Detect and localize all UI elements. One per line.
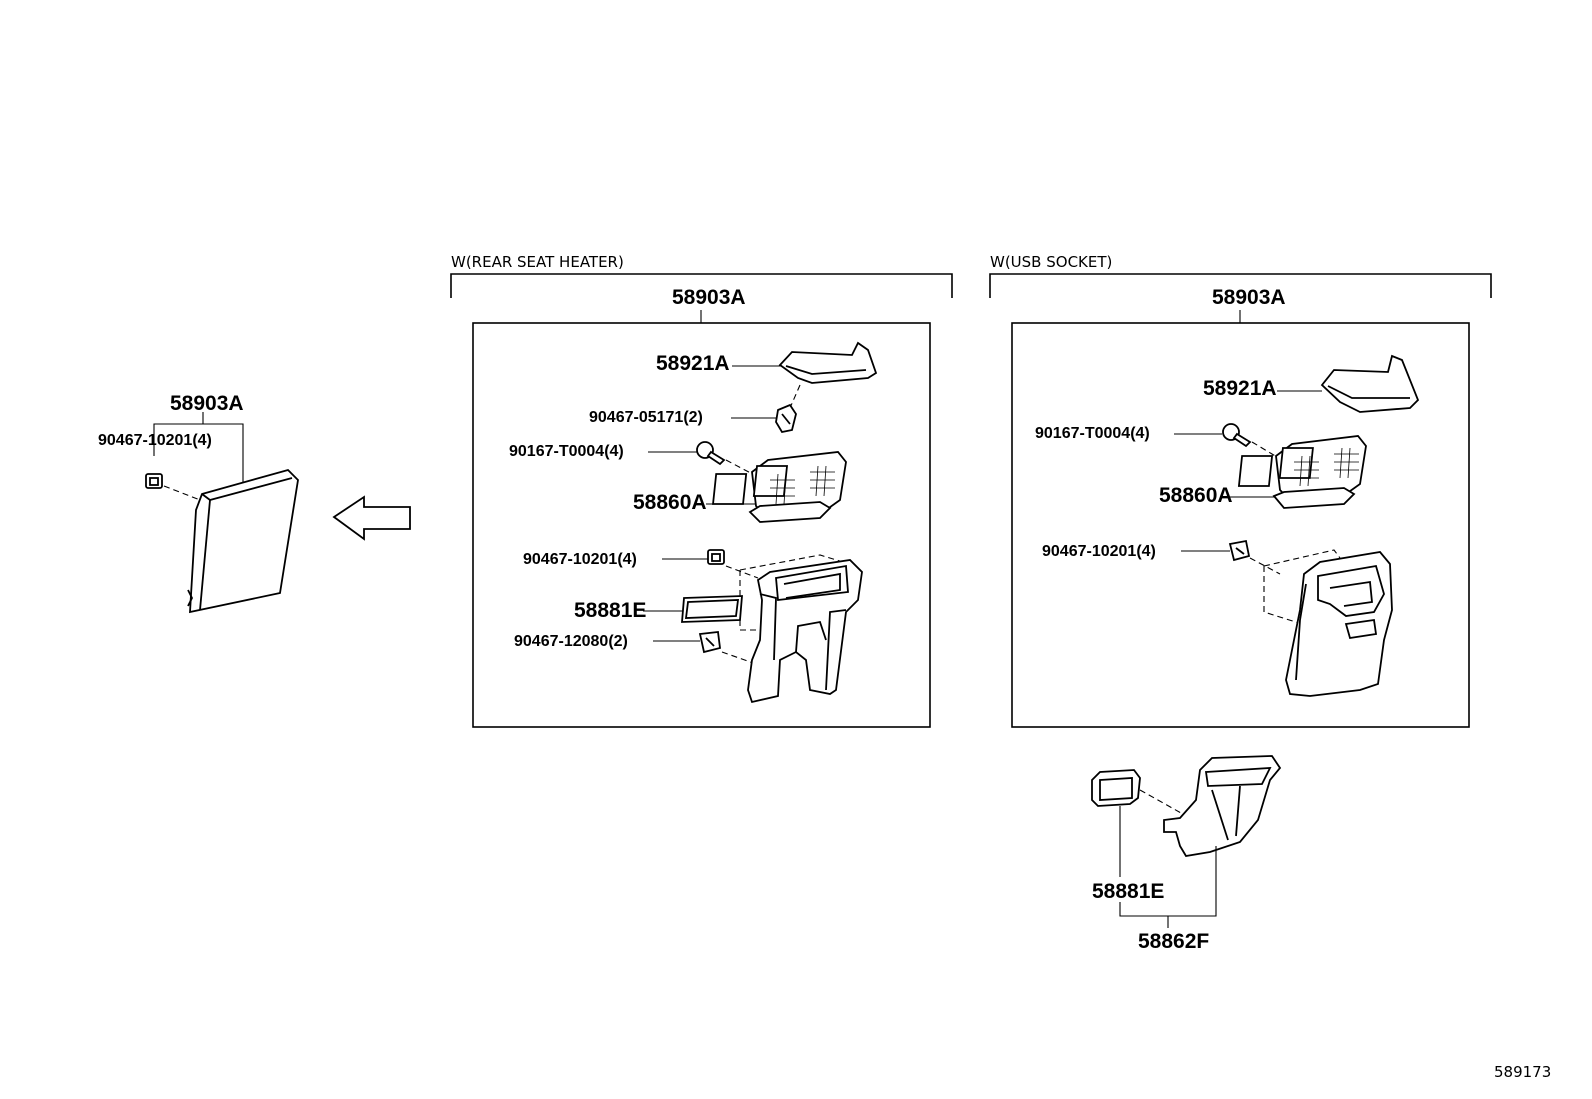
illustration-reference-number: 589173 (1494, 1063, 1551, 1081)
usb-vent-callout[interactable]: 58860A (1159, 484, 1233, 507)
usb-insert-callout[interactable]: 58881E (1092, 880, 1164, 903)
rsh-panel-insert-callout[interactable]: 58881E (574, 599, 646, 622)
usb-clip-mid-part[interactable] (1228, 539, 1251, 562)
left-clip-dash (163, 485, 201, 501)
usb-socket-heading: W(USB SOCKET) (990, 253, 1112, 271)
rsh-clip-mid-dash (725, 554, 857, 631)
usb-handle-callout[interactable]: 58921A (1203, 377, 1277, 400)
rsh-clip-small-part[interactable] (775, 403, 797, 434)
rsh-group-bracket (450, 273, 953, 298)
usb-handle-part[interactable] (1320, 354, 1420, 413)
left-main-callout[interactable]: 58903A (170, 392, 244, 415)
rsh-clip-low-part[interactable] (698, 631, 721, 654)
usb-assembly-frame (1011, 322, 1470, 728)
usb-console-panel-part[interactable] (1285, 551, 1393, 697)
usb-loose-parts: 58881E 58862F (1091, 755, 1282, 953)
left-clip-callout[interactable]: 90467-10201(4) (98, 432, 212, 449)
rsh-panel-insert-part[interactable] (681, 595, 743, 623)
usb-group-bracket (989, 273, 1492, 298)
rsh-vent-part[interactable] (712, 451, 847, 523)
usb-duct-part[interactable] (1163, 755, 1282, 857)
rear-seat-heater-group: W(REAR SEAT HEATER) 58903A 58921A 90467-… (450, 253, 953, 728)
view-direction-arrow-icon (332, 495, 411, 541)
usb-clip-mid-dash (1249, 549, 1341, 625)
rsh-screw-callout[interactable]: 90167-T0004(4) (509, 443, 624, 460)
left-side-panel-part[interactable] (187, 468, 299, 614)
rsh-clip-low-callout[interactable]: 90467-12080(2) (514, 633, 628, 650)
usb-socket-group: W(USB SOCKET) 58903A 58921A 90167-T0004(… (989, 253, 1492, 728)
usb-assembly-callout[interactable]: 58903A (1212, 286, 1286, 309)
left-clip-part[interactable] (145, 473, 163, 489)
usb-insert-frame-part[interactable] (1091, 769, 1141, 807)
rsh-handle-callout[interactable]: 58921A (656, 352, 730, 375)
rsh-assembly-callout[interactable]: 58903A (672, 286, 746, 309)
rsh-clip-mid-callout[interactable]: 90467-10201(4) (523, 551, 637, 568)
usb-screw-part[interactable] (1222, 423, 1252, 448)
rsh-vent-callout[interactable]: 58860A (633, 491, 707, 514)
left-assembly: 58903A 90467-10201(4) (98, 392, 411, 614)
rear-seat-heater-heading: W(REAR SEAT HEATER) (451, 253, 624, 271)
rsh-clip-mid-part[interactable] (707, 549, 725, 565)
usb-screw-dash (1251, 441, 1283, 461)
rsh-assembly-frame (472, 322, 931, 728)
rsh-screw-part[interactable] (696, 441, 726, 466)
usb-duct-callout[interactable]: 58862F (1138, 930, 1209, 953)
usb-vent-part[interactable] (1237, 435, 1367, 509)
rsh-clip-small-callout[interactable]: 90467-05171(2) (589, 409, 703, 426)
left-callout-bracket (153, 423, 244, 486)
rsh-handle-dash (789, 384, 801, 409)
rsh-handle-part[interactable] (778, 341, 878, 384)
usb-clip-mid-callout[interactable]: 90467-10201(4) (1042, 543, 1156, 560)
usb-screw-callout[interactable]: 90167-T0004(4) (1035, 425, 1150, 442)
usb-insert-dash (1139, 789, 1191, 819)
rsh-console-panel-part[interactable] (747, 559, 863, 704)
